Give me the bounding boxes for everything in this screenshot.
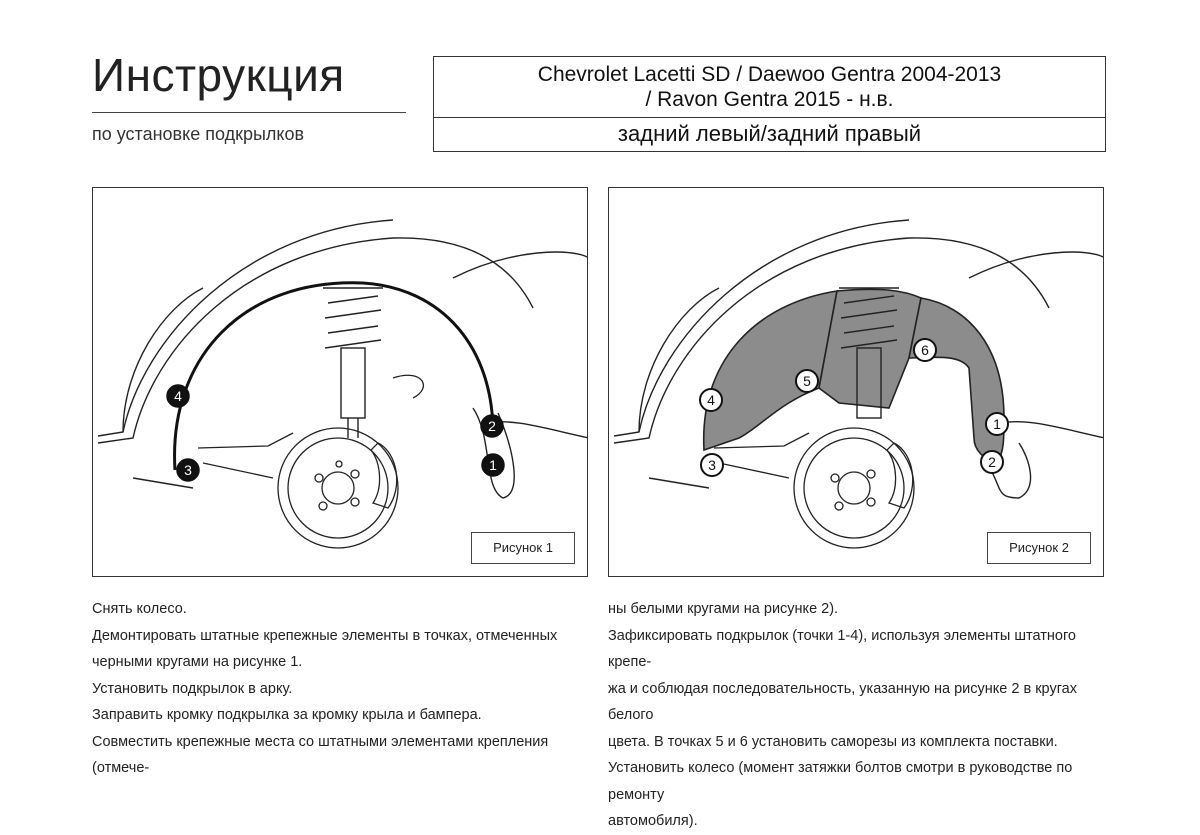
svg-text:3: 3 [184, 462, 192, 478]
car-body-outline [97, 219, 587, 499]
figure-1-illustration: 4 3 2 1 [97, 219, 587, 549]
svg-text:4: 4 [174, 388, 182, 404]
svg-text:1: 1 [489, 457, 497, 473]
instruction-line: ны белыми кругами на рисунке 2). [608, 601, 839, 617]
marker-point-4: 4 [166, 384, 190, 408]
instructions-left-column: Снять колесо. Демонтировать штатные креп… [92, 596, 592, 782]
figure-1-markers: 4 3 2 1 [166, 384, 505, 482]
figure-2-markers: 4 3 5 6 1 2 [699, 338, 1009, 477]
brake-disc [197, 374, 425, 549]
instruction-line: цвета. В точках 5 и 6 установить саморез… [608, 733, 1058, 750]
instruction-line: Заправить кромку подкрылка за кромку кры… [92, 707, 482, 723]
vehicle-model-box: Chevrolet Lacetti SD / Daewoo Gentra 200… [433, 56, 1106, 152]
figure-1: 4 3 2 1 Рисунок 1 [92, 187, 588, 577]
marker-point-1: 1 [481, 453, 505, 477]
instruction-line: Демонтировать штатные крепежные элементы… [92, 627, 558, 644]
instruction-line: жа и соблюдая последовательность, указан… [608, 680, 1077, 724]
fender-liner [703, 288, 1005, 464]
vehicle-model-line-2: / Ravon Gentra 2015 - н.в. [645, 88, 894, 111]
figure-2-illustration: 4 3 5 6 1 2 [613, 219, 1103, 549]
instruction-line: черными кругами на рисунке 1. [92, 654, 303, 670]
instruction-line: Установить колесо (момент затяжки болтов… [608, 760, 1073, 803]
marker-point-4: 4 [699, 388, 723, 412]
svg-text:3: 3 [708, 457, 716, 473]
instructions-right-column: ны белыми кругами на рисунке 2). Зафикси… [608, 596, 1108, 835]
svg-text:2: 2 [988, 454, 996, 470]
svg-text:6: 6 [921, 342, 929, 358]
suspension-spring [323, 287, 383, 438]
svg-text:2: 2 [488, 418, 496, 434]
marker-point-2: 2 [980, 450, 1004, 474]
suspension-spring [839, 287, 899, 419]
page-title: Инструкция [92, 49, 345, 101]
instruction-line: Снять колесо. [92, 601, 187, 617]
brake-disc [713, 427, 915, 549]
title-underline [92, 112, 406, 113]
instruction-line: Совместить крепежные места со штатными э… [92, 733, 549, 777]
wheel-arch-edge [173, 281, 495, 471]
instruction-line: Зафиксировать подкрылок (точки 1-4), исп… [608, 627, 1076, 671]
svg-text:1: 1 [993, 416, 1001, 432]
marker-point-3: 3 [700, 453, 724, 477]
fender-liner-position: задний левый/задний правый [617, 121, 922, 146]
figure-2-caption: Рисунок 2 [987, 532, 1091, 564]
marker-point-3: 3 [176, 458, 200, 482]
marker-point-5: 5 [795, 369, 819, 393]
svg-text:4: 4 [707, 392, 715, 408]
figure-2: 4 3 5 6 1 2 Рисунок 2 [608, 187, 1104, 577]
figure-1-caption: Рисунок 1 [471, 532, 575, 564]
marker-point-2: 2 [480, 414, 504, 438]
car-body-outline [613, 219, 1103, 499]
svg-text:5: 5 [803, 373, 811, 389]
marker-point-1: 1 [985, 412, 1009, 436]
vehicle-model-line-1: Chevrolet Lacetti SD / Daewoo Gentra 200… [537, 63, 1002, 86]
instruction-line: Установить подкрылок в арку. [92, 680, 293, 697]
model-box-divider [434, 117, 1105, 118]
page-subtitle: по установке подкрылков [92, 124, 305, 144]
marker-point-6: 6 [913, 338, 937, 362]
instruction-line: автомобиля). [608, 813, 698, 829]
